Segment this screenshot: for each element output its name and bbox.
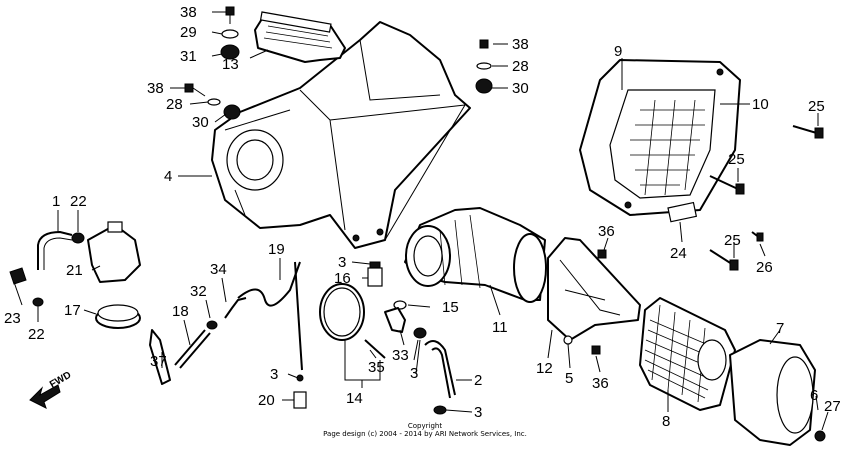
callout-36: 36	[598, 223, 615, 240]
callout-1: 1	[52, 193, 60, 210]
element-cover	[729, 339, 826, 446]
callout-29: 29	[180, 24, 197, 41]
callout-22: 22	[70, 193, 87, 210]
connecting-tube	[404, 207, 547, 303]
callout-22: 22	[28, 326, 45, 343]
callout-11: 11	[492, 319, 508, 336]
callout-4: 4	[164, 168, 172, 185]
air-cleaner-cover	[579, 59, 741, 216]
callout-3: 3	[410, 365, 418, 382]
intake-duct	[254, 11, 346, 63]
callout-25: 25	[808, 98, 825, 115]
callout-7: 7	[776, 320, 784, 337]
callout-32: 32	[190, 283, 207, 300]
callout-38: 38	[147, 80, 164, 97]
callout-6: 6	[810, 387, 818, 404]
callout-34: 34	[210, 261, 227, 278]
callout-10: 10	[752, 96, 769, 113]
callout-24: 24	[670, 245, 687, 262]
callout-35: 35	[368, 359, 385, 376]
callout-26: 26	[756, 259, 773, 276]
callout-2: 2	[474, 372, 482, 389]
callout-20: 20	[258, 392, 275, 409]
callout-28: 28	[512, 58, 529, 75]
callout-3: 3	[474, 404, 482, 421]
callout-30: 30	[192, 114, 209, 131]
callout-38: 38	[180, 4, 197, 21]
callout-23: 23	[4, 310, 21, 327]
callout-5: 5	[565, 370, 573, 387]
callout-12: 12	[536, 360, 553, 377]
callout-8: 8	[662, 413, 670, 430]
callout-21: 21	[66, 262, 83, 279]
callout-25: 25	[728, 151, 745, 168]
callout-30: 30	[512, 80, 529, 97]
screws	[597, 125, 824, 271]
callout-18: 18	[172, 303, 189, 320]
callout-25: 25	[724, 232, 741, 249]
callout-36: 36	[592, 375, 609, 392]
top-hardware	[184, 6, 493, 120]
callout-16: 16	[334, 270, 351, 287]
callout-19: 19	[268, 241, 285, 258]
callout-17: 17	[64, 302, 81, 319]
leader-lines	[13, 11, 829, 431]
copyright-notice: Copyright Page design (c) 2004 - 2014 by…	[323, 422, 527, 438]
fwd-arrow: FWD	[29, 370, 73, 409]
callout-15: 15	[442, 299, 459, 316]
callout-27: 27	[824, 398, 841, 415]
callout-13: 13	[222, 56, 239, 73]
callout-33: 33	[392, 347, 409, 364]
fwd-label: FWD	[48, 370, 73, 391]
air-cleaner-case	[211, 21, 471, 249]
callout-38: 38	[512, 36, 529, 53]
callout-3: 3	[338, 254, 346, 271]
middle-parts	[319, 261, 456, 415]
copyright-line-1: Copyright	[408, 422, 442, 430]
callout-14: 14	[346, 390, 363, 407]
left-parts	[9, 221, 307, 409]
callout-9: 9	[614, 43, 622, 60]
callout-31: 31	[180, 48, 197, 65]
callout-28: 28	[166, 96, 183, 113]
callout-3: 3	[270, 366, 278, 383]
copyright-line-2: Page design (c) 2004 - 2014 by ARI Netwo…	[323, 430, 527, 438]
callout-37: 37	[150, 353, 167, 370]
bracket	[547, 237, 641, 355]
filter-element	[639, 297, 736, 411]
callout-numbers: 38 29 31 13 38 28 30 38 28 30 9 10 25 25…	[4, 4, 841, 430]
